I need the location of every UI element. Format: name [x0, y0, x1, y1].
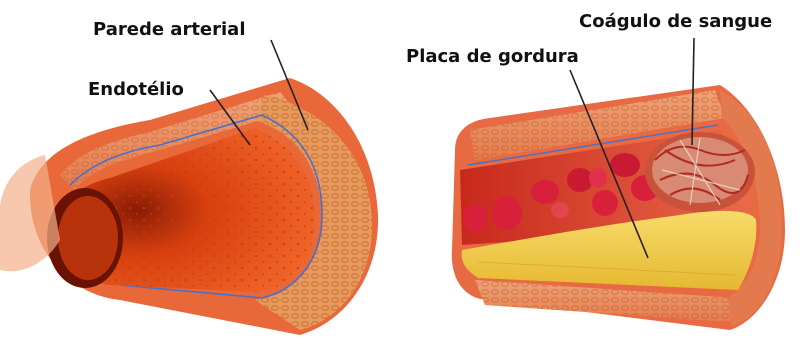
endothelium-label: Endotélio — [88, 79, 184, 100]
blood-clot-label: Coágulo de sangue — [579, 11, 772, 32]
fat-plaque-label: Placa de gordura — [406, 46, 579, 67]
blood-clot — [645, 132, 755, 212]
blocked-artery — [452, 38, 785, 330]
arterial-wall-label: Parede arterial — [93, 19, 246, 40]
healthy-artery — [0, 40, 378, 335]
